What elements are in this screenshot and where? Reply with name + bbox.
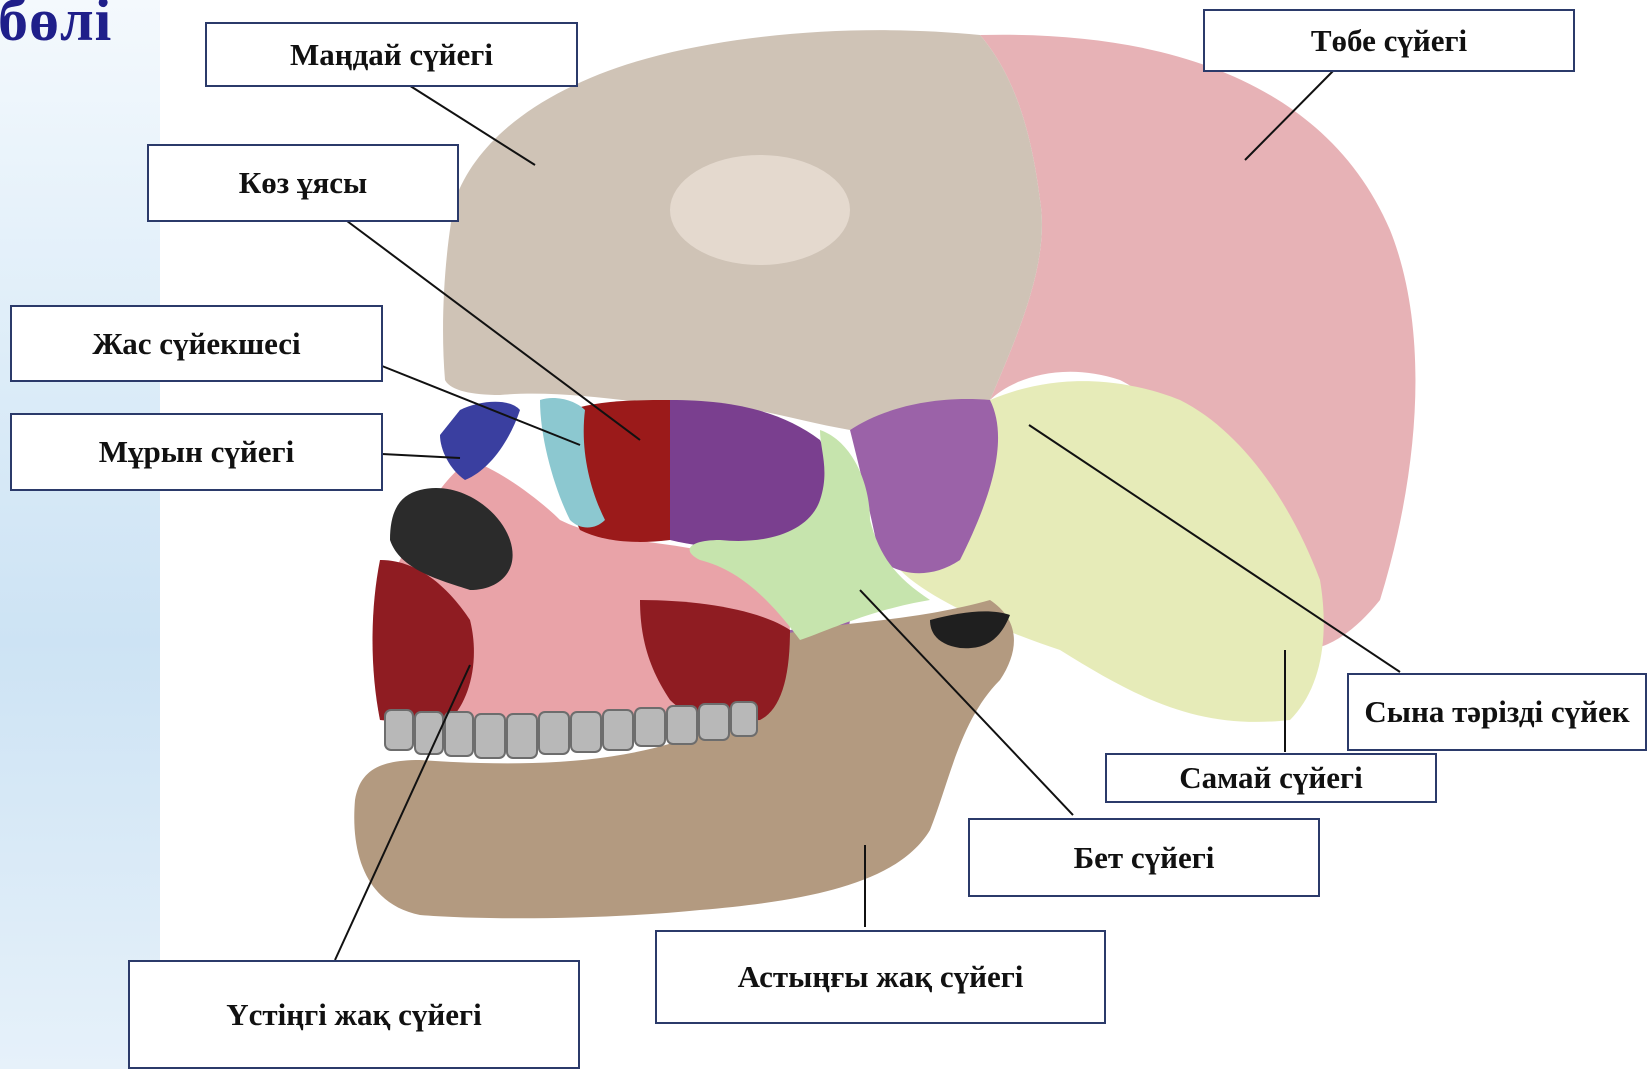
nasal-bone	[440, 402, 520, 480]
label-nasal-bone: Мұрын сүйегі	[10, 413, 383, 491]
label-orbit: Көз ұясы	[147, 144, 459, 222]
label-lacrimal-bone: Жас сүйекшесі	[10, 305, 383, 382]
label-sphenoid-bone: Сына тәрізді сүйек	[1347, 673, 1647, 751]
label-zygomatic-bone: Бет сүйегі	[968, 818, 1320, 897]
label-frontal-bone: Маңдай сүйегі	[205, 22, 578, 87]
label-temporal-bone: Самай сүйегі	[1105, 753, 1437, 803]
label-mandible: Астыңғы жақ сүйегі	[655, 930, 1106, 1024]
label-parietal-bone: Төбе сүйегі	[1203, 9, 1575, 72]
label-maxilla: Үстіңгі жақ сүйегі	[128, 960, 580, 1069]
frontal-highlight	[670, 155, 850, 265]
